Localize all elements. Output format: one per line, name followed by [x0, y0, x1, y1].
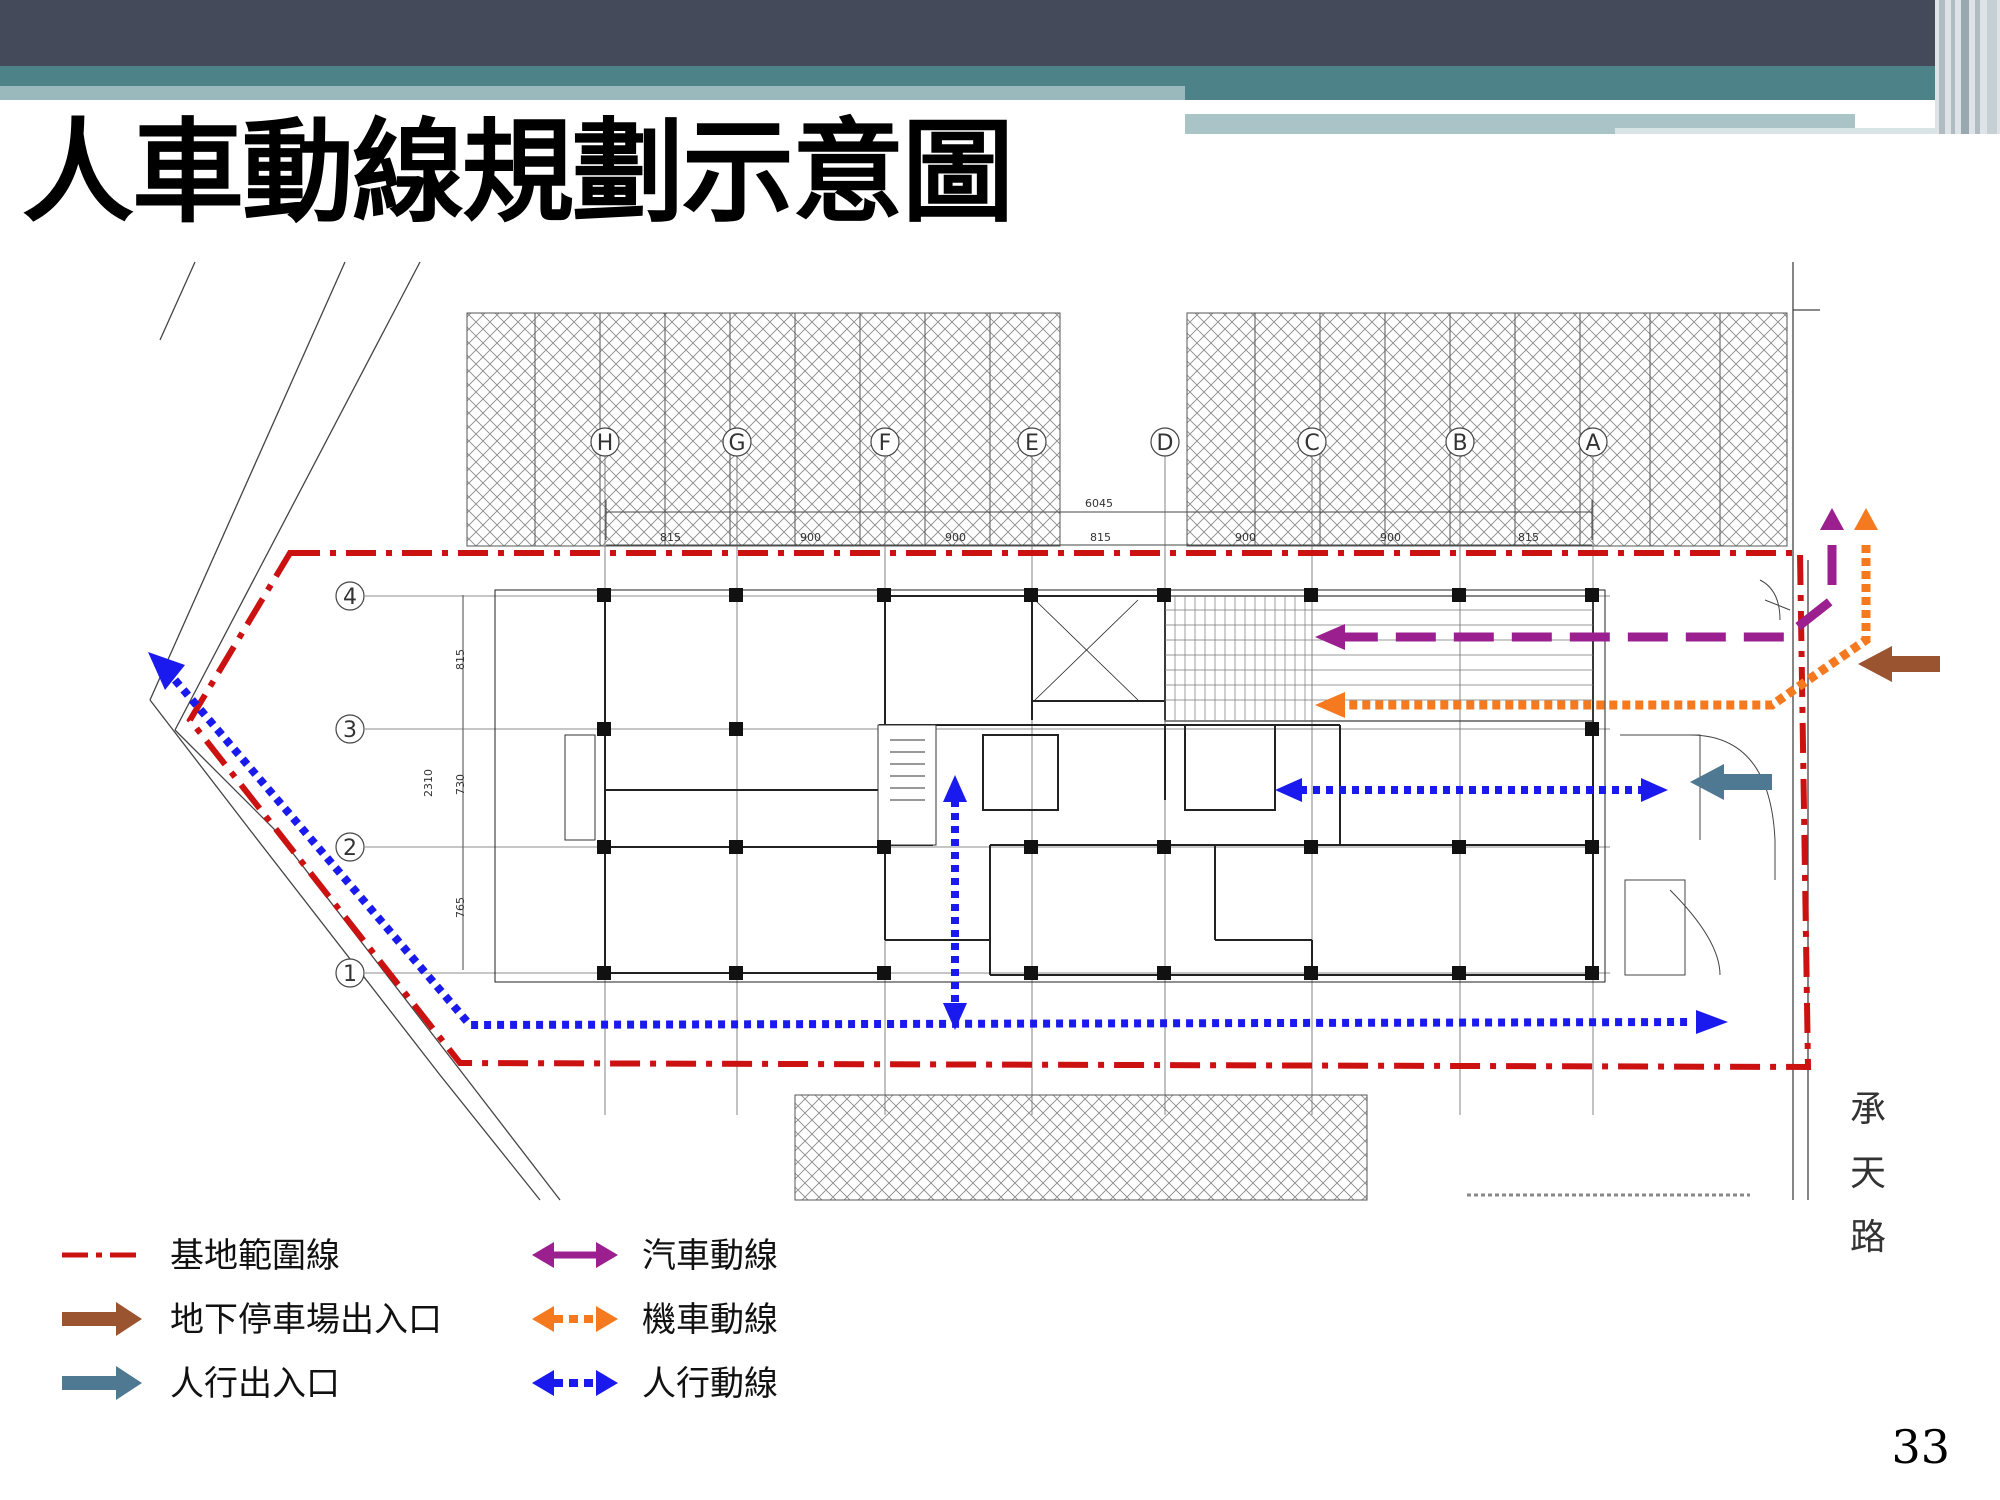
legend-label: 基地範圍線 — [170, 1236, 340, 1276]
structural-columns — [597, 588, 1599, 980]
bay-dim: 815 — [1518, 531, 1539, 544]
total-depth-dim: 2310 — [422, 769, 435, 797]
building — [494, 589, 1606, 983]
hatched-lot-south — [794, 1094, 1368, 1201]
header-bar — [0, 0, 2000, 66]
grid-label-col: A — [1585, 431, 1600, 456]
grid-label-col: F — [879, 431, 892, 456]
row-dim: 765 — [454, 897, 467, 918]
basement-entrance-arrow — [1858, 646, 1940, 682]
header-stripe — [0, 86, 1185, 100]
legend-label: 機車動線 — [642, 1300, 778, 1340]
slide-title: 人車動線規劃示意圖 — [22, 107, 1014, 238]
grid-label-row: 4 — [343, 585, 357, 610]
hatched-lot-north-east — [1186, 312, 1788, 547]
header-stripe — [1615, 128, 1960, 134]
grid-label-row: 3 — [343, 718, 357, 743]
legend-label: 人行出入口 — [170, 1364, 340, 1404]
bay-dim: 900 — [945, 531, 966, 544]
site-boundary-line — [186, 550, 1812, 1071]
bay-dim: 900 — [1380, 531, 1401, 544]
grid-label-col: C — [1304, 431, 1319, 456]
blue-dotted-double-arrow-icon — [532, 1370, 618, 1396]
road-name-char: 承 — [1849, 1089, 1886, 1130]
bay-dim: 815 — [660, 531, 681, 544]
grid-label-col: H — [597, 431, 614, 456]
road-name-char: 天 — [1849, 1153, 1886, 1194]
bay-dim: 900 — [800, 531, 821, 544]
header-stripe — [1185, 86, 1955, 100]
pedestrian-entrance-arrow — [1690, 764, 1772, 800]
brown-arrow-icon — [62, 1302, 142, 1336]
header-corner-lines — [1935, 0, 2000, 134]
grid-label-row: 2 — [343, 836, 357, 861]
page-number: 33 — [1891, 1420, 1950, 1474]
road-name-char: 路 — [1849, 1217, 1886, 1258]
site-boundary-symbol — [62, 1252, 144, 1258]
pedestrian-route — [171, 677, 1691, 1030]
grid-label-col: D — [1157, 431, 1174, 456]
orange-dotted-double-arrow-icon — [532, 1306, 618, 1332]
legend-label: 地下停車場出入口 — [170, 1300, 442, 1340]
steel-blue-arrow-icon — [62, 1366, 142, 1400]
grid-label-col: E — [1025, 431, 1039, 456]
grid-label-col: G — [728, 431, 745, 456]
row-dim: 730 — [454, 774, 467, 795]
car-route — [1338, 545, 1837, 642]
column-grid: H G F E D C B A 4 3 2 1 — [335, 427, 1610, 1115]
hatched-lot-north-west — [466, 312, 1061, 547]
legend-label: 人行動線 — [642, 1364, 778, 1404]
overall-width-dim: 6045 — [1085, 497, 1113, 510]
bay-dim: 815 — [1090, 531, 1111, 544]
header-stripe — [0, 66, 1960, 86]
pedestrian-route-arrowheads — [148, 652, 1728, 1034]
purple-double-arrow-icon — [532, 1242, 618, 1268]
legend-label: 汽車動線 — [642, 1236, 778, 1276]
bay-dim: 900 — [1235, 531, 1256, 544]
row-dim: 815 — [454, 649, 467, 670]
grid-label-col: B — [1452, 431, 1467, 456]
grid-label-row: 1 — [343, 962, 357, 987]
